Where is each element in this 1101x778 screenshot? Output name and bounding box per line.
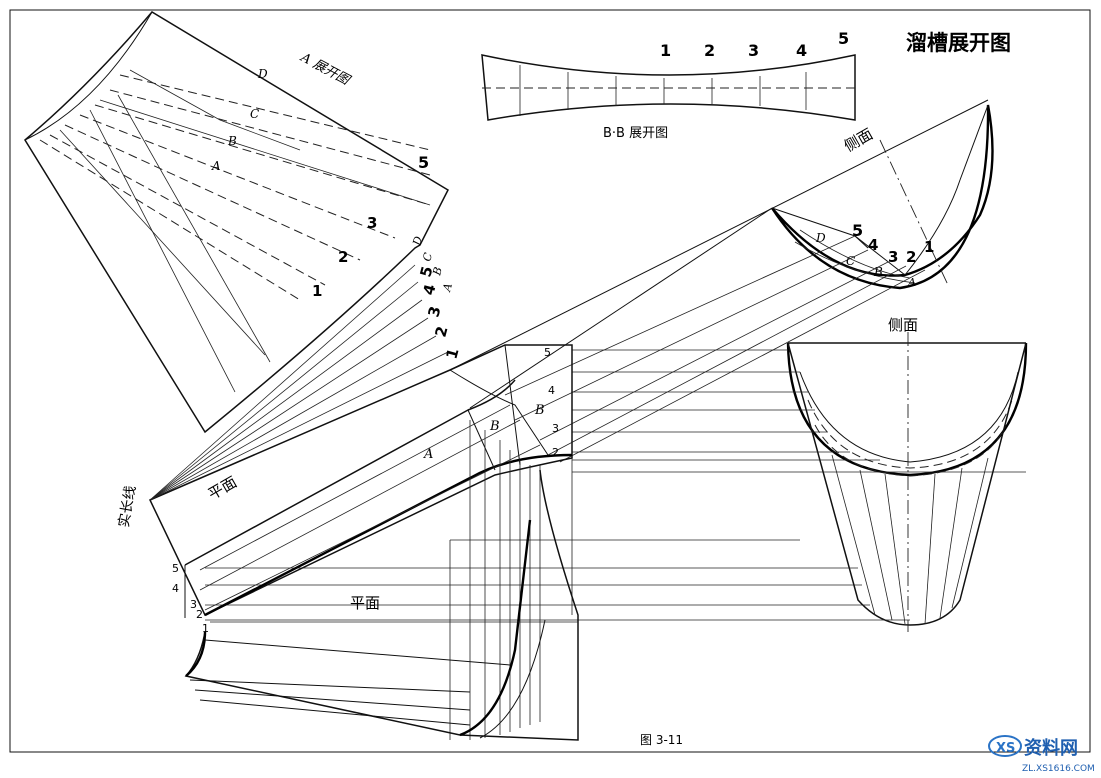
a-letter-c: C	[250, 107, 259, 121]
projection-lines-horizontal	[205, 349, 1026, 621]
a-letter-a: A	[211, 159, 221, 173]
elevation-letter-b-2: B	[534, 403, 545, 418]
watermark-brand: 资料网	[1024, 737, 1078, 759]
plan-num-5: 5	[172, 562, 179, 575]
bb-development-pattern	[481, 54, 856, 121]
a-letter-d: D	[257, 67, 268, 81]
upper-side-view-label: 侧面	[841, 125, 876, 156]
lower-plan-body	[184, 469, 579, 741]
elevation-letter-a: A	[423, 447, 433, 462]
upper-num-1: 1	[924, 238, 934, 256]
bb-num-4: 4	[796, 41, 807, 60]
a-num-3: 3	[367, 214, 377, 232]
bend-num-4: 4	[548, 384, 555, 397]
slope-num-1: 1	[442, 346, 462, 361]
watermark-logo: XS 资料网 ZL.XS1616.COM	[988, 735, 1095, 774]
upper-letter-c: C	[846, 254, 855, 268]
bend-num-2: 2	[552, 446, 559, 459]
drawing-frame	[9, 9, 1091, 753]
a-num-2: 2	[338, 248, 348, 266]
a-side-letter-a: A	[440, 282, 455, 294]
right-side-view	[786, 332, 1028, 632]
bend-num-5: 5	[544, 346, 551, 359]
slope-num-2: 2	[431, 324, 451, 339]
plan-num-2: 2	[196, 608, 203, 621]
plan-view-horizontal-label: 平面	[350, 594, 380, 612]
plan-num-1: 1	[202, 622, 209, 635]
a-development-pattern	[24, 11, 449, 434]
upper-num-3: 3	[888, 248, 898, 266]
upper-letter-a: A	[907, 276, 916, 289]
page-title: 溜槽展开图	[906, 31, 1011, 55]
slope-num-4: 4	[419, 282, 439, 297]
elevation-letter-b-1: B	[489, 419, 500, 434]
upper-num-2: 2	[906, 248, 916, 266]
upper-side-view	[770, 104, 994, 290]
bb-num-2: 2	[704, 41, 715, 60]
plan-view-slope-label: 平面	[205, 473, 240, 504]
figure-caption: 图 3-11	[640, 733, 683, 747]
upper-letter-b: B	[873, 265, 883, 279]
a-num-1: 1	[312, 282, 322, 300]
plan-num-4: 4	[172, 582, 179, 595]
true-length-label: 实长线	[116, 485, 139, 529]
upper-num-4: 4	[868, 236, 878, 254]
upper-letter-d: D	[815, 231, 826, 245]
plan-num-3: 3	[190, 598, 197, 611]
bb-num-1: 1	[660, 41, 671, 60]
a-num-5: 5	[418, 153, 429, 172]
slope-num-3: 3	[424, 304, 444, 319]
a-side-letter-c: C	[420, 251, 435, 263]
slope-num-5: 5	[416, 264, 436, 279]
a-letter-b: B	[227, 134, 237, 148]
a-side-letter-b: B	[430, 266, 445, 278]
bb-num-5: 5	[838, 29, 849, 48]
a-development-label: A 展开图	[297, 50, 353, 89]
bb-development-label: B·B 展开图	[603, 126, 668, 141]
upper-num-5: 5	[852, 221, 863, 240]
right-side-view-label: 侧面	[888, 316, 918, 334]
bb-num-3: 3	[748, 41, 759, 60]
vertical-projection-lines	[449, 420, 573, 740]
elevation-body	[148, 344, 573, 618]
a-side-letter-d: D	[410, 235, 425, 248]
bend-num-3: 3	[552, 422, 559, 435]
true-length-fan	[149, 264, 449, 501]
svg-text:XS: XS	[996, 741, 1015, 756]
watermark-url: ZL.XS1616.COM	[1022, 764, 1095, 774]
